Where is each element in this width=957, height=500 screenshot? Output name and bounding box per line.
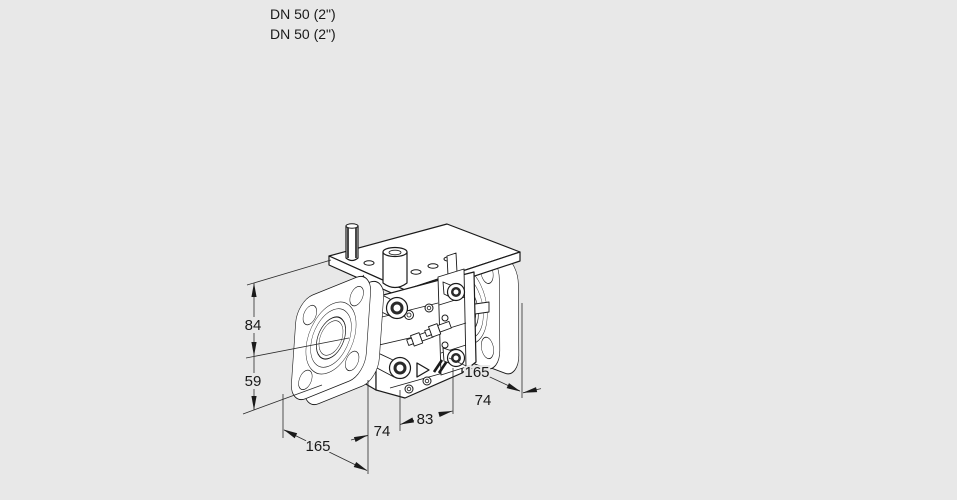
screw-heads bbox=[404, 303, 449, 394]
dim-label-83: 83 bbox=[417, 411, 434, 428]
bolt-hole bbox=[481, 336, 494, 360]
left-flange bbox=[291, 275, 384, 406]
connection-size-label-bottom: DN 50 (2") bbox=[270, 26, 336, 42]
extension-line bbox=[246, 259, 332, 286]
extension-line-centerline bbox=[245, 337, 350, 359]
test-nipple bbox=[424, 320, 452, 338]
flow-arrow-marker bbox=[416, 362, 430, 378]
extension-line bbox=[242, 384, 323, 415]
dim-label-74-bottom: 74 bbox=[374, 423, 391, 440]
bolt-hole bbox=[302, 304, 317, 326]
bolt-hole bbox=[345, 350, 360, 372]
dim-label-165-right: 165 bbox=[464, 364, 489, 381]
bolt-hole bbox=[349, 286, 364, 307]
actuator-boss bbox=[382, 246, 408, 289]
bolt-hole bbox=[298, 369, 313, 390]
dim-label-165-left: 165 bbox=[305, 438, 330, 455]
dim-label-59: 59 bbox=[245, 373, 262, 390]
dim-label-84: 84 bbox=[245, 317, 262, 334]
connection-size-label-top: DN 50 (2") bbox=[270, 6, 336, 22]
guide-pin bbox=[345, 223, 359, 262]
dimension-annotations: 84 59 165 74 83 165 74 bbox=[242, 259, 542, 474]
dim-label-74-right: 74 bbox=[475, 392, 492, 409]
pipe-bore bbox=[316, 316, 346, 360]
